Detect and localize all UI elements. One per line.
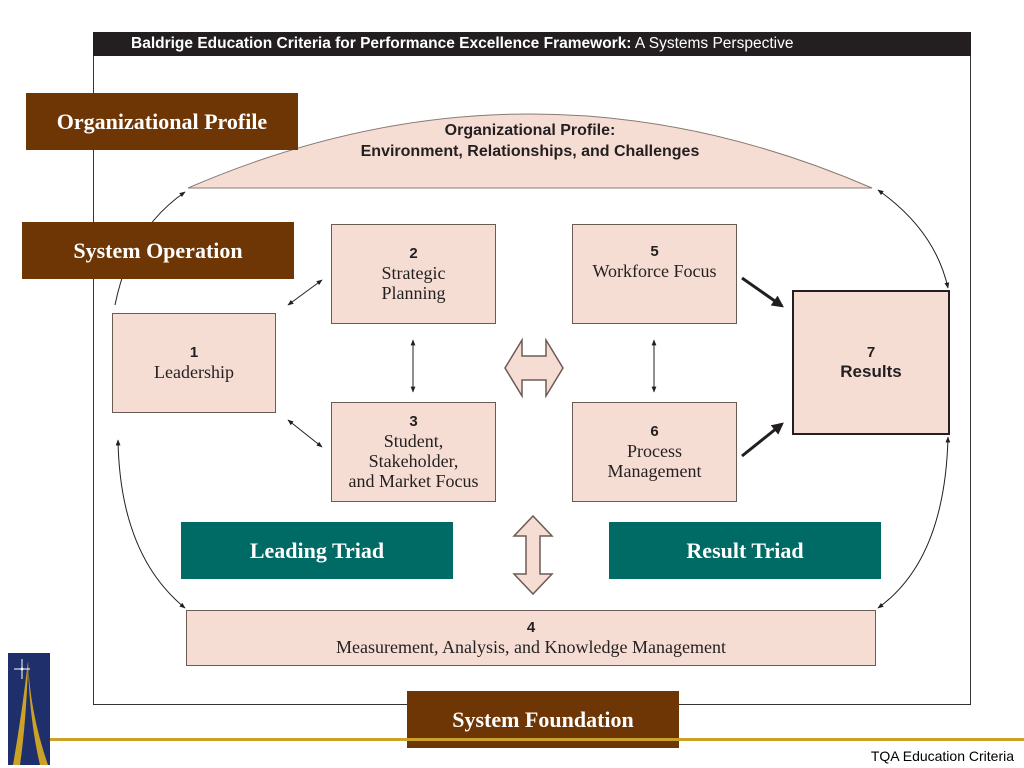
box-results: 7 Results [792,290,950,435]
curve-right-upper [877,189,950,289]
arrow-leadership-strategic [287,279,323,306]
box-strategic-planning: 2 Strategic Planning [331,224,496,324]
box-workforce-focus: 5 Workforce Focus [572,224,737,324]
center-double-arrow-vertical [512,514,554,596]
box-process-management: 6 Process Management [572,402,737,502]
tag-system-operation: System Operation [22,222,294,279]
footer-divider [50,738,1024,741]
arrow-leadership-student [287,419,323,448]
tag-organizational-profile: Organizational Profile [26,93,298,150]
framework-title: Baldrige Education Criteria for Performa… [93,32,971,56]
box-leadership: 1 Leadership [112,313,276,413]
center-double-arrow-horizontal [504,337,564,399]
arrow-process-results [741,422,784,458]
curve-right-lower [877,436,951,609]
arrow-workforce-results [741,276,784,308]
tag-leading-triad: Leading Triad [181,522,453,579]
profile-dome [187,113,873,189]
profile-caption: Organizational Profile: Environment, Rel… [360,122,700,160]
box-measurement: 4 Measurement, Analysis, and Knowledge M… [186,610,876,666]
star-logo-icon [8,653,50,765]
tag-result-triad: Result Triad [609,522,881,579]
curve-left-lower [115,439,186,609]
box-student-focus: 3 Student, Stakeholder, and Market Focus [331,402,496,502]
footer-caption: TQA Education Criteria [870,748,1014,764]
